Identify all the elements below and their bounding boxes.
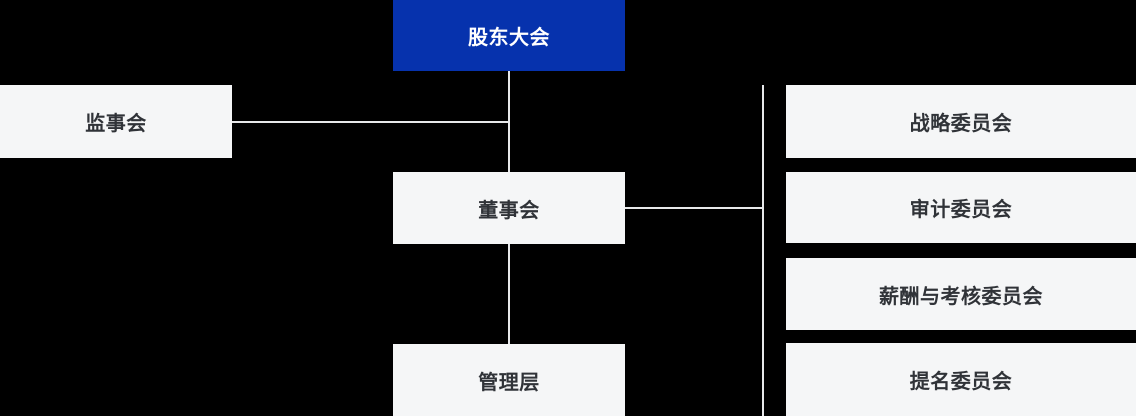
node-label-remuneration-assessment-committee: 薪酬与考核委员会 [879,285,1043,308]
node-nomination-committee: 提名委员会 [786,343,1136,416]
connector-shareholders-to-board [508,71,510,172]
node-audit-committee: 审计委员会 [786,172,1136,243]
node-label-audit-committee: 审计委员会 [909,199,1013,221]
connector-board-to-management [508,244,510,344]
node-shareholders-meeting: 股东大会 [393,0,625,71]
node-label-management: 管理层 [478,371,540,394]
node-management: 管理层 [393,344,625,416]
node-label-board-of-directors: 董事会 [478,199,540,222]
connector-board-to-committees [625,207,763,209]
node-label-strategy-committee: 战略委员会 [909,113,1013,135]
node-board-of-directors: 董事会 [393,172,625,244]
node-label-shareholders-meeting: 股东大会 [468,27,550,49]
node-label-nomination-committee: 提名委员会 [909,371,1013,393]
node-remuneration-assessment-committee: 薪酬与考核委员会 [786,258,1136,330]
node-label-supervisory-board: 监事会 [85,113,147,135]
connector-supervisory-horizontal [232,121,509,123]
node-supervisory-board: 监事会 [0,85,232,158]
node-strategy-committee: 战略委员会 [786,85,1136,158]
connector-committees-vertical [762,85,764,416]
